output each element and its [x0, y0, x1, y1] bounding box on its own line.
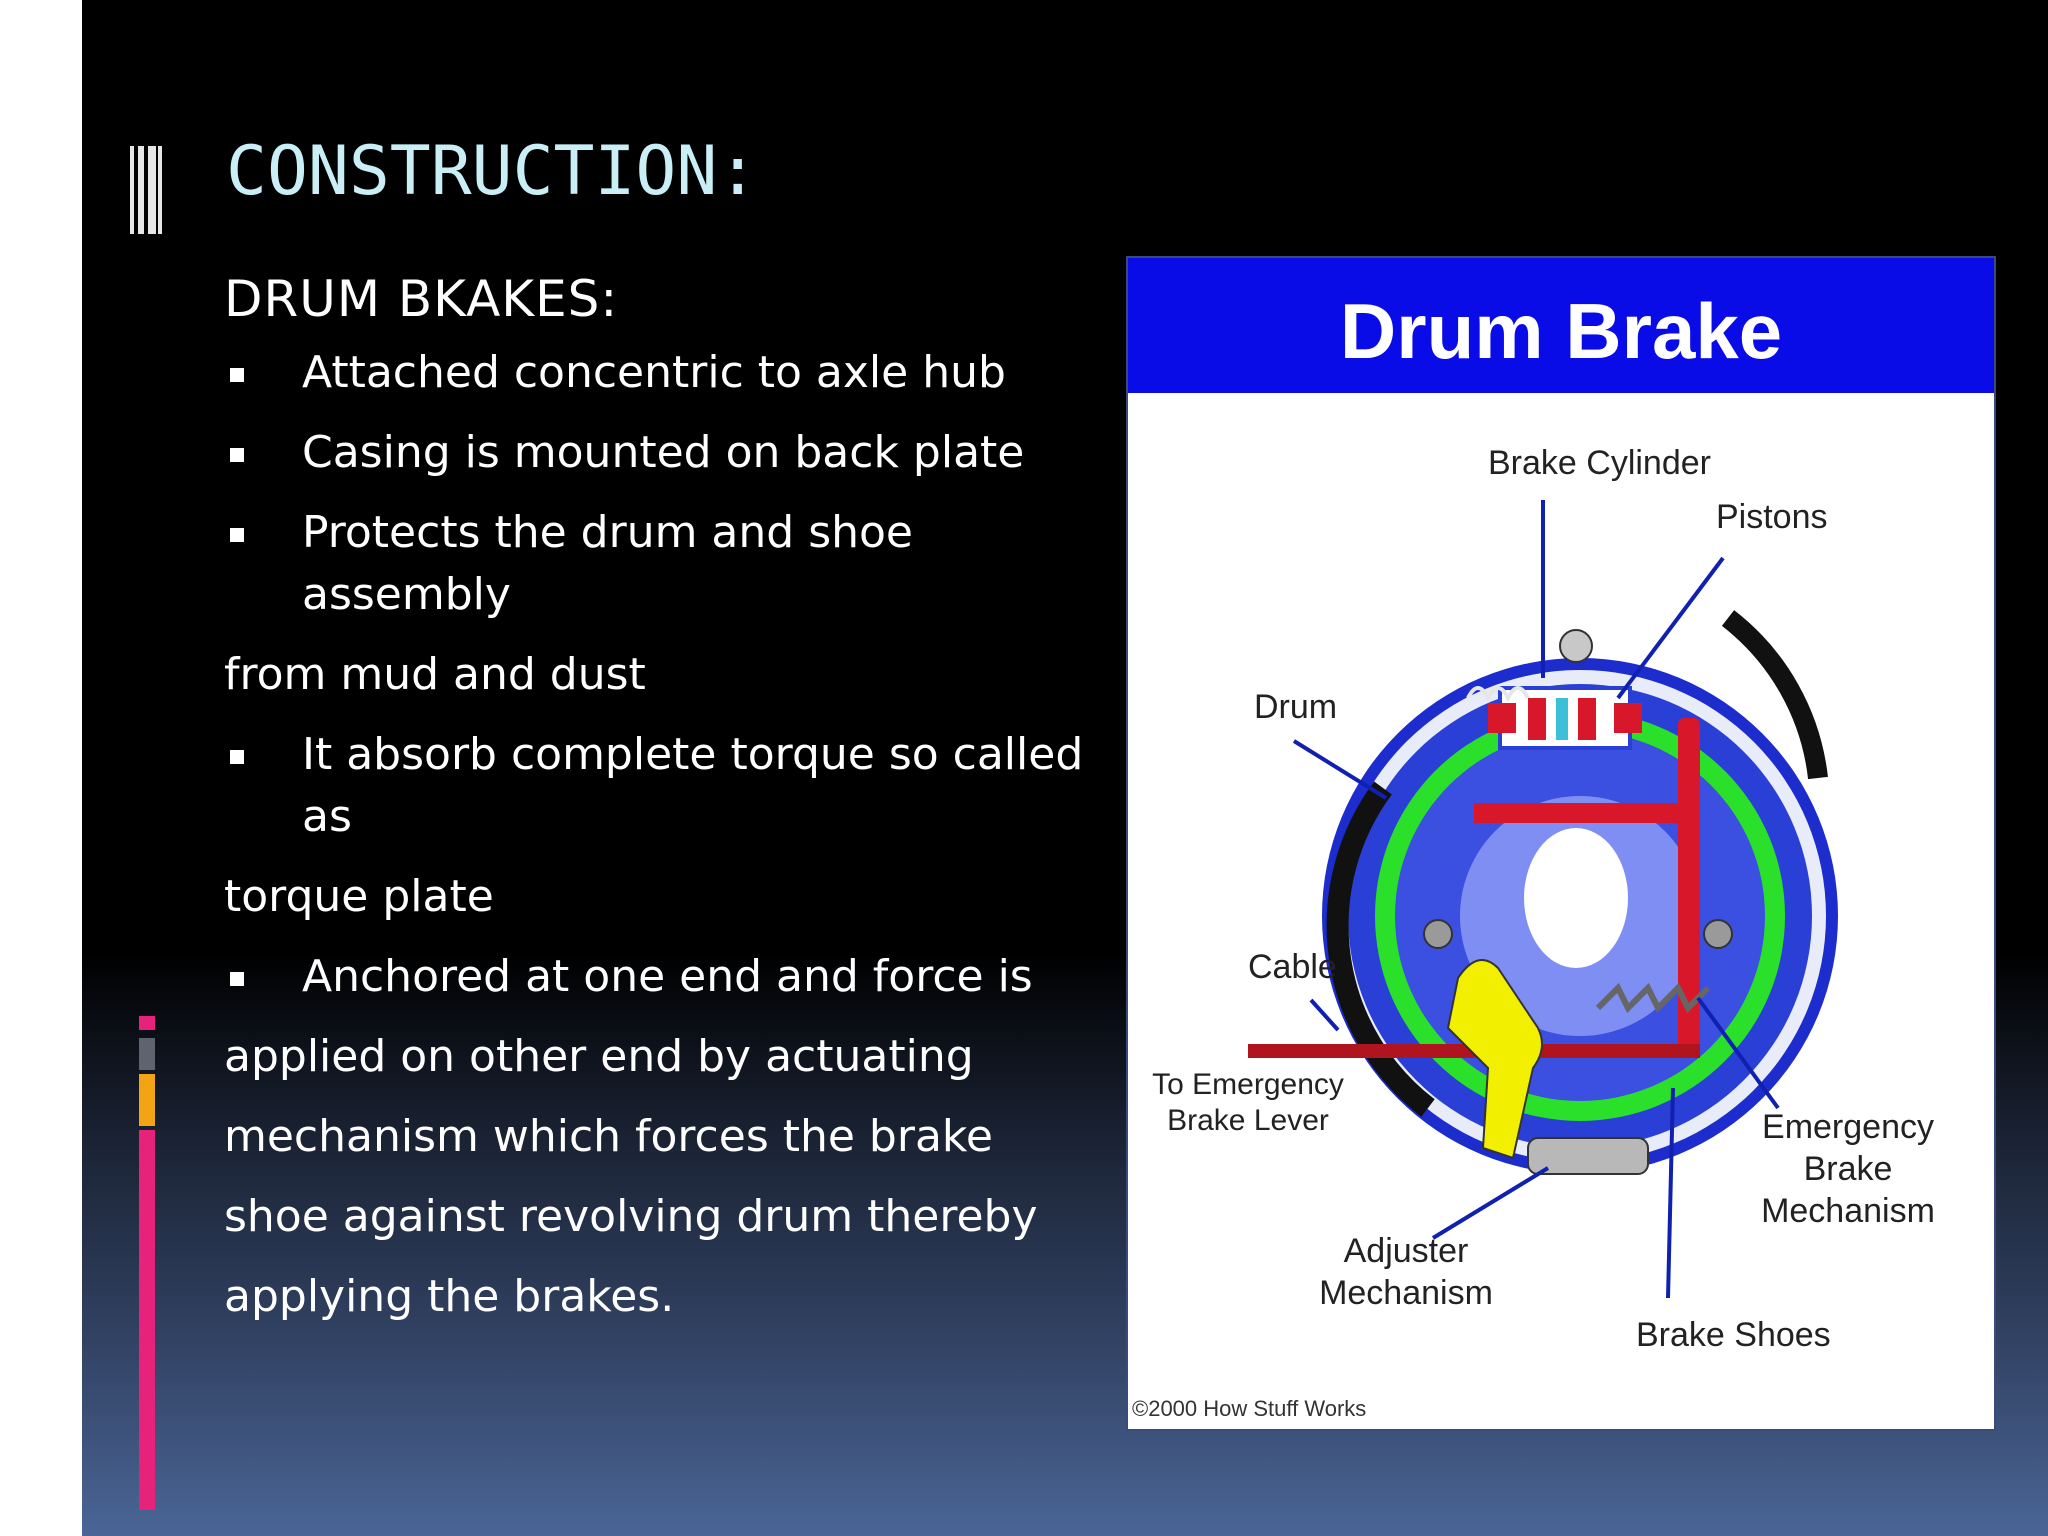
diagram-header-band: [1128, 258, 1994, 393]
return-spring-top: [1466, 686, 1530, 703]
text-line: mechanism which forces the brake: [224, 1111, 993, 1162]
cylinder-band: [1578, 698, 1596, 740]
leader-lines: [1292, 500, 1780, 1299]
cylinder-band: [1556, 698, 1568, 740]
figure-credit: ©2000 How Stuff Works: [1132, 1396, 1366, 1421]
cylinder-band: [1528, 698, 1546, 740]
decor-stripe: [138, 146, 144, 234]
emergency-strut: [1474, 803, 1684, 823]
piston-right: [1614, 703, 1642, 733]
text-line: applied on other end by actuating: [224, 1031, 974, 1082]
label-adjuster-1: Adjuster: [1344, 1232, 1469, 1270]
diagram-svg: Drum Brake: [1128, 258, 1994, 1421]
hub-hole: [1524, 828, 1628, 968]
bleeder-ball: [1559, 629, 1593, 663]
label-brake-shoes: Brake Shoes: [1636, 1316, 1831, 1354]
decor-stripe: [148, 146, 156, 234]
bullet-item: Anchored at one end and force is: [224, 946, 1084, 1008]
label-drum: Drum: [1254, 688, 1337, 726]
bullet-item: It absorb complete torque so called as: [224, 724, 1084, 848]
slide-body: DRUM BKAKES: Attached concentric to axle…: [224, 270, 1084, 1346]
bullet-item: Casing is mounted on back plate: [224, 422, 1084, 484]
slide-title: CONSTRUCTION:: [226, 132, 759, 211]
decor-stripe-pink: [139, 1130, 155, 1510]
label-brake-cylinder: Brake Cylinder: [1488, 444, 1711, 482]
label-emergency-3: Mechanism: [1761, 1192, 1935, 1230]
label-emergency-2: Brake: [1804, 1150, 1893, 1188]
drum-brake-diagram: Drum Brake: [1126, 256, 1996, 1431]
text-line: shoe against revolving drum thereby: [224, 1191, 1038, 1242]
text-line: from mud and dust: [224, 649, 646, 700]
text-line: torque plate: [224, 871, 494, 922]
decor-stripe: [130, 146, 134, 234]
anchor-pin-right: [1703, 919, 1733, 949]
drum-edge-left: [1326, 781, 1435, 1117]
label-to-emergency-2: Brake Lever: [1167, 1104, 1329, 1137]
label-cable: Cable: [1248, 948, 1337, 986]
anchor-pin-left: [1423, 919, 1453, 949]
label-adjuster-2: Mechanism: [1319, 1274, 1493, 1312]
drum-edge-right: [1721, 610, 1828, 780]
text-line: applying the brakes.: [224, 1271, 675, 1322]
label-emergency-1: Emergency: [1762, 1108, 1934, 1146]
label-pistons: Pistons: [1716, 498, 1828, 536]
decor-stripe-pink: [139, 1016, 155, 1030]
bullet-item: Protects the drum and shoe assembly: [224, 502, 1084, 626]
decor-stripe-orange: [139, 1074, 155, 1126]
piston-left: [1488, 703, 1516, 733]
decor-stripe-gray: [139, 1038, 155, 1070]
label-to-emergency-1: To Emergency: [1152, 1068, 1344, 1101]
return-spring-bottom: [1595, 982, 1711, 1014]
adjuster-screw: [1527, 1137, 1649, 1175]
slide-subtitle: DRUM BKAKES:: [224, 270, 619, 328]
bullet-item: Attached concentric to axle hub: [224, 342, 1084, 404]
decor-stripe: [158, 146, 162, 234]
diagram-title: Drum Brake: [1340, 287, 1782, 375]
adjuster-lever: [1446, 959, 1543, 1160]
emergency-lever: [1678, 718, 1700, 1058]
